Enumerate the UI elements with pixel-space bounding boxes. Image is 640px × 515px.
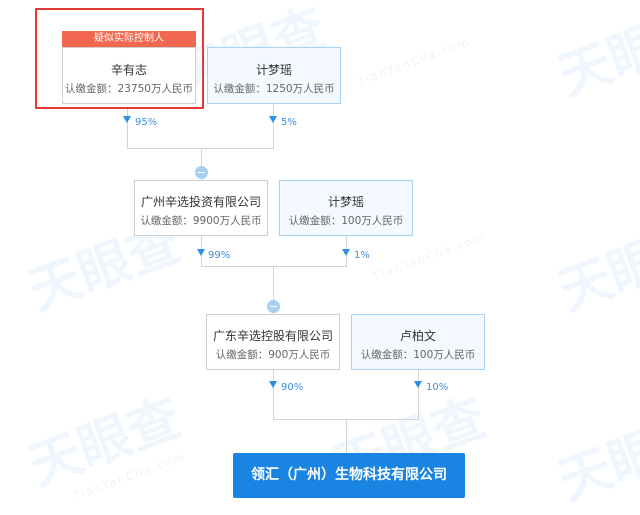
watermark-sub: TianYanCha.com bbox=[71, 450, 188, 503]
subscribed-amount: 认缴金额：1250万人民币 bbox=[213, 83, 335, 95]
shareholder-name[interactable]: 广州辛选投资有限公司 bbox=[140, 195, 261, 209]
shareholder-name[interactable]: 广东辛选控股有限公司 bbox=[212, 329, 333, 343]
watermark-logo: 天眼查 bbox=[551, 0, 640, 108]
connector-line bbox=[201, 266, 347, 267]
arrow-down-icon bbox=[269, 116, 277, 123]
share-percentage: 1% bbox=[354, 250, 370, 261]
arrow-down-icon bbox=[269, 381, 277, 388]
connector-line bbox=[127, 148, 274, 149]
subscribed-amount: 认缴金额：900万人民币 bbox=[215, 349, 331, 361]
shareholder-name[interactable]: 卢柏文 bbox=[399, 329, 436, 343]
shareholder-name[interactable]: 计梦瑶 bbox=[255, 63, 292, 77]
share-percentage: 90% bbox=[281, 382, 304, 393]
actual-controller-badge: 疑似实际控制人 bbox=[62, 31, 196, 47]
subscribed-amount: 认缴金额：23750万人民币 bbox=[65, 83, 193, 95]
watermark-logo: 天眼查 bbox=[21, 387, 189, 498]
watermark-sub: TianYanCha.com bbox=[356, 35, 473, 88]
shareholder-name[interactable]: 辛有志 bbox=[110, 63, 147, 77]
watermark-logo: 天眼查 bbox=[551, 212, 640, 323]
share-percentage: 99% bbox=[208, 250, 231, 261]
share-percentage: 95% bbox=[135, 117, 158, 128]
arrow-down-icon bbox=[197, 249, 205, 256]
shareholder-card[interactable]: 计梦瑶 认缴金额：100万人民币 bbox=[279, 180, 413, 236]
arrow-down-icon bbox=[123, 116, 131, 123]
share-percentage: 5% bbox=[281, 117, 297, 128]
arrow-down-icon bbox=[414, 381, 422, 388]
connector-line bbox=[201, 148, 202, 180]
connector-line bbox=[273, 266, 274, 314]
shareholder-card[interactable]: 辛有志 认缴金额：23750万人民币 bbox=[62, 47, 196, 104]
shareholder-card[interactable]: 卢柏文 认缴金额：100万人民币 bbox=[351, 314, 485, 370]
subscribed-amount: 认缴金额：9900万人民币 bbox=[140, 215, 262, 227]
collapse-toggle-icon[interactable] bbox=[267, 300, 280, 313]
collapse-toggle-icon[interactable] bbox=[195, 166, 208, 179]
connector-line bbox=[418, 370, 419, 419]
shareholder-name[interactable]: 计梦瑶 bbox=[327, 195, 364, 209]
subscribed-amount: 认缴金额：100万人民币 bbox=[360, 349, 476, 361]
shareholder-card[interactable]: 广州辛选投资有限公司 认缴金额：9900万人民币 bbox=[134, 180, 268, 236]
watermark-logo: 天眼查 bbox=[551, 402, 640, 513]
shareholder-card[interactable]: 广东辛选控股有限公司 认缴金额：900万人民币 bbox=[206, 314, 340, 370]
watermark-sub: TianYanCha.com bbox=[371, 230, 488, 283]
connector-line bbox=[127, 108, 128, 148]
connector-line bbox=[273, 104, 274, 148]
highlight-frame bbox=[35, 8, 204, 109]
connector-line bbox=[273, 370, 274, 419]
arrow-down-icon bbox=[342, 249, 350, 256]
subscribed-amount: 认缴金额：100万人民币 bbox=[288, 215, 404, 227]
shareholder-card[interactable]: 计梦瑶 认缴金额：1250万人民币 bbox=[207, 47, 341, 104]
connector-line bbox=[346, 419, 347, 453]
share-percentage: 10% bbox=[426, 382, 449, 393]
target-company-card[interactable]: 领汇（广州）生物科技有限公司 bbox=[233, 453, 465, 498]
